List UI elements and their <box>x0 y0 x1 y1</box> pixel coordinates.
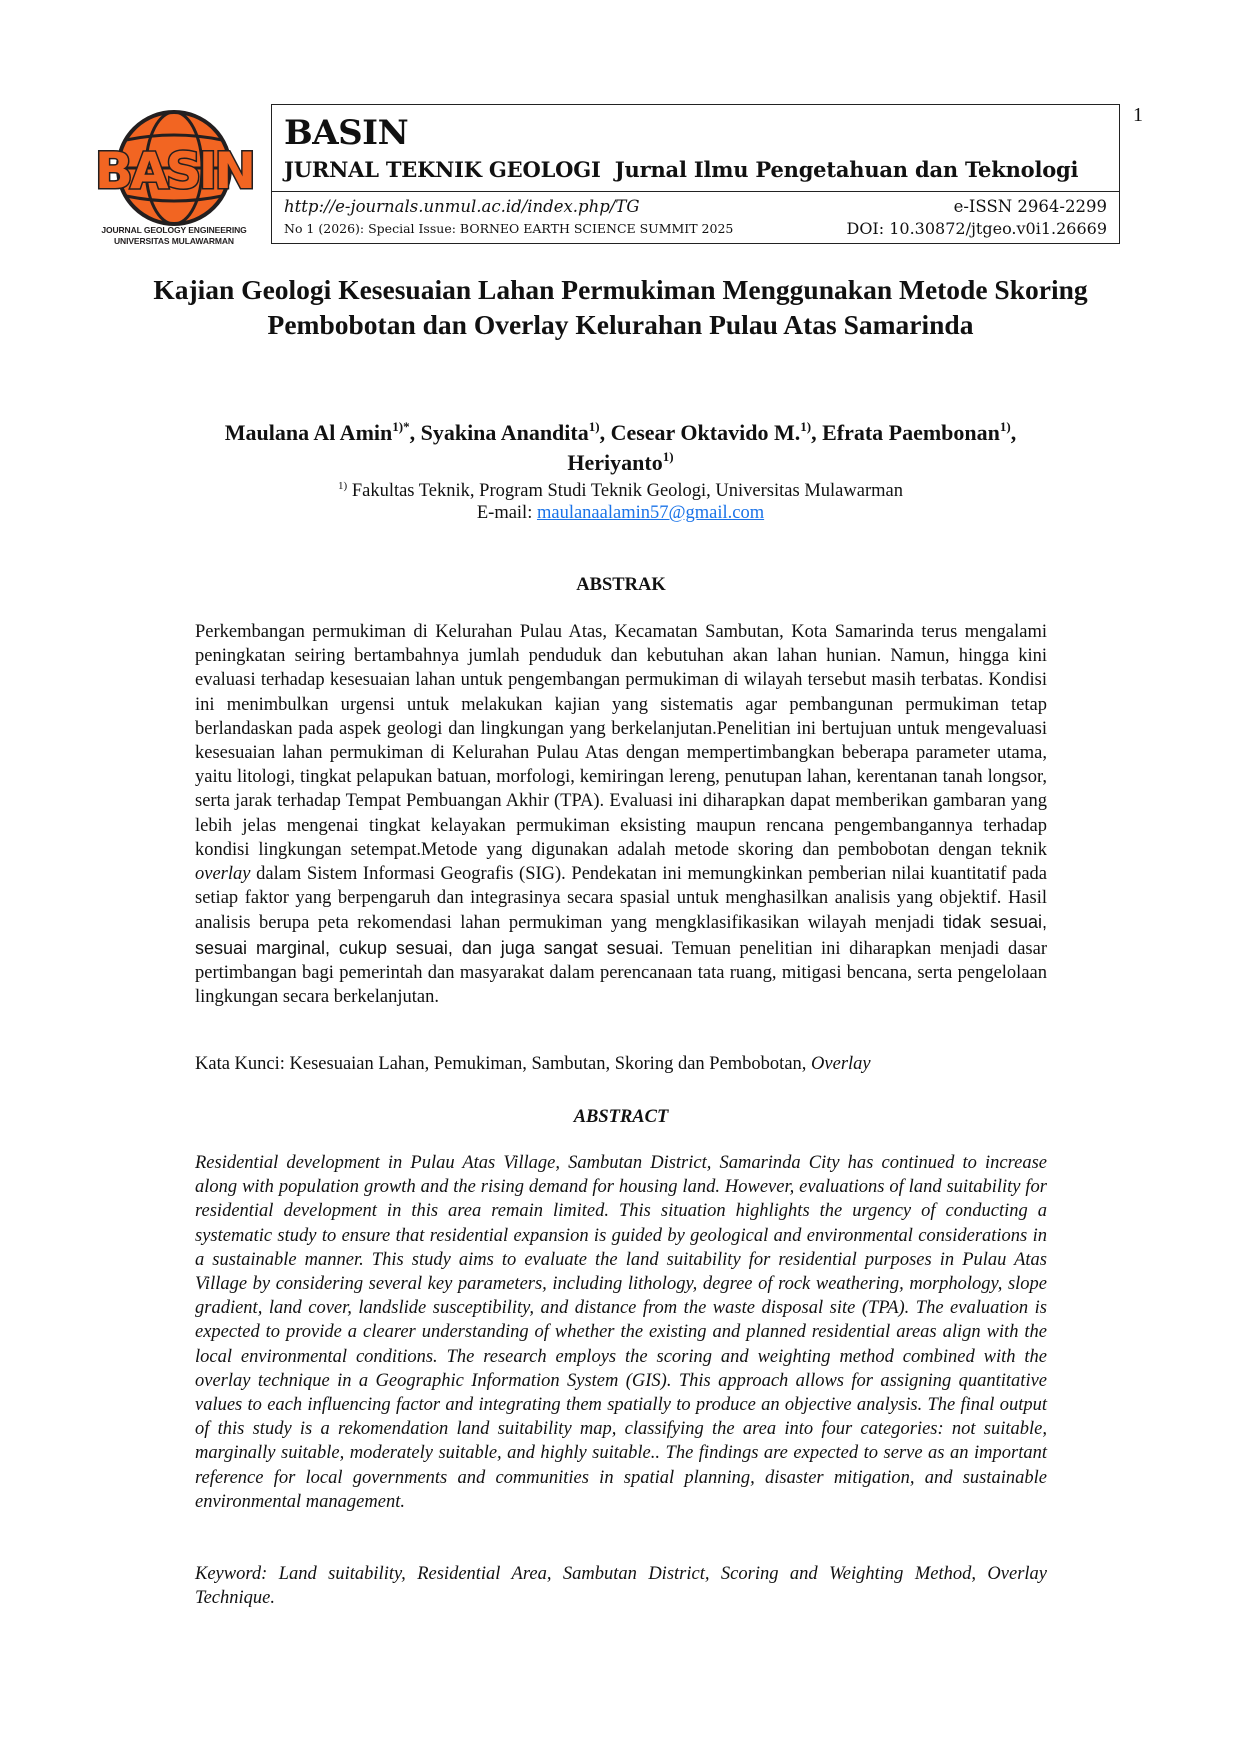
abstrak-text-part3: . Temuan penelitian ini diharapkan menja… <box>195 938 1047 1008</box>
author-affiliation-mark: 1)* <box>392 419 410 434</box>
author-separator: , <box>811 420 823 445</box>
header-divider <box>272 191 1119 192</box>
author-name: Maulana Al Amin <box>224 420 393 445</box>
affiliation-mark: 1) <box>338 480 348 492</box>
journal-subtitle: JURNAL TEKNIK GEOLOGI Jurnal Ilmu Penget… <box>284 157 1079 182</box>
author-email: E-mail: maulanaalamin57@gmail.com <box>120 503 1121 524</box>
kata-kunci-italic-term: Overlay <box>811 1054 871 1074</box>
author-separator: , <box>409 420 421 445</box>
abstrak-text-part1: Perkembangan permukiman di Kelurahan Pul… <box>195 622 1047 860</box>
globe-logo-icon: BASIN <box>93 110 258 226</box>
paper-title-line2: Pembobotan dan Overlay Kelurahan Pulau A… <box>267 309 974 340</box>
paper-title: Kajian Geologi Kesesuaian Lahan Permukim… <box>120 272 1121 342</box>
logo-caption-line1: JOURNAL GEOLOGY ENGINEERING <box>101 225 247 235</box>
author-list: Maulana Al Amin1)*, Syakina Anandita1), … <box>120 418 1121 478</box>
keyword-line: Keyword: Land suitability, Residential A… <box>195 1564 1047 1609</box>
journal-issn: e-ISSN 2964-2299 <box>953 197 1107 216</box>
author-affiliation-mark: 1) <box>800 419 812 434</box>
abstrak-body: Perkembangan permukiman di Kelurahan Pul… <box>195 620 1047 1009</box>
author-name: Cesear Oktavido M. <box>610 420 801 445</box>
email-label: E-mail: <box>476 503 537 523</box>
affiliation-text: Fakultas Teknik, Program Studi Teknik Ge… <box>347 481 903 501</box>
kata-kunci: Kata Kunci: Kesesuaian Lahan, Pemukiman,… <box>195 1052 1047 1076</box>
author-separator: , <box>599 420 611 445</box>
abstrak-categories: tidak sesuai, sesuai marginal, cukup ses… <box>195 912 1047 958</box>
email-link[interactable]: maulanaalamin57@gmail.com <box>536 503 765 523</box>
journal-issue: No 1 (2026): Special Issue: BORNEO EARTH… <box>284 221 734 236</box>
logo-caption: JOURNAL GEOLOGY ENGINEERING UNIVERSITAS … <box>88 225 260 247</box>
journal-header: BASIN JURNAL TEKNIK GEOLOGI Jurnal Ilmu … <box>271 104 1120 244</box>
journal-name: BASIN <box>284 113 409 153</box>
abstrak-heading: ABSTRAK <box>576 575 666 595</box>
journal-logo: BASIN <box>88 110 260 252</box>
author-affiliation: 1) Fakultas Teknik, Program Studi Teknik… <box>120 479 1121 503</box>
author-affiliation-mark: 1) <box>588 419 600 434</box>
page-number: 1 <box>1133 104 1143 126</box>
abstract-body: Residential development in Pulau Atas Vi… <box>195 1153 1047 1512</box>
logo-caption-line2: UNIVERSITAS MULAWARMAN <box>114 236 234 246</box>
author-affiliation-mark: 1) <box>662 449 674 464</box>
author-separator: , <box>1010 420 1017 445</box>
author-name: Efrata Paembonan <box>822 420 1000 445</box>
author-affiliation-mark: 1) <box>999 419 1011 434</box>
abstrak-text-part2: dalam Sistem Informasi Geografis (SIG). … <box>195 864 1047 934</box>
journal-url[interactable]: http://e-journals.unmul.ac.id/index.php/… <box>284 197 640 216</box>
journal-doi[interactable]: DOI: 10.30872/jtgeo.v0i1.26669 <box>846 219 1107 238</box>
author-name: Syakina Anandita <box>420 420 589 445</box>
author-name: Heriyanto <box>567 450 663 475</box>
kata-kunci-text: Kata Kunci: Kesesuaian Lahan, Pemukiman,… <box>195 1054 812 1074</box>
abstract-heading: ABSTRACT <box>573 1107 669 1127</box>
abstrak-italic-term: overlay <box>195 864 251 885</box>
paper-title-line1: Kajian Geologi Kesesuaian Lahan Permukim… <box>153 274 1088 305</box>
logo-text: BASIN <box>95 142 253 200</box>
